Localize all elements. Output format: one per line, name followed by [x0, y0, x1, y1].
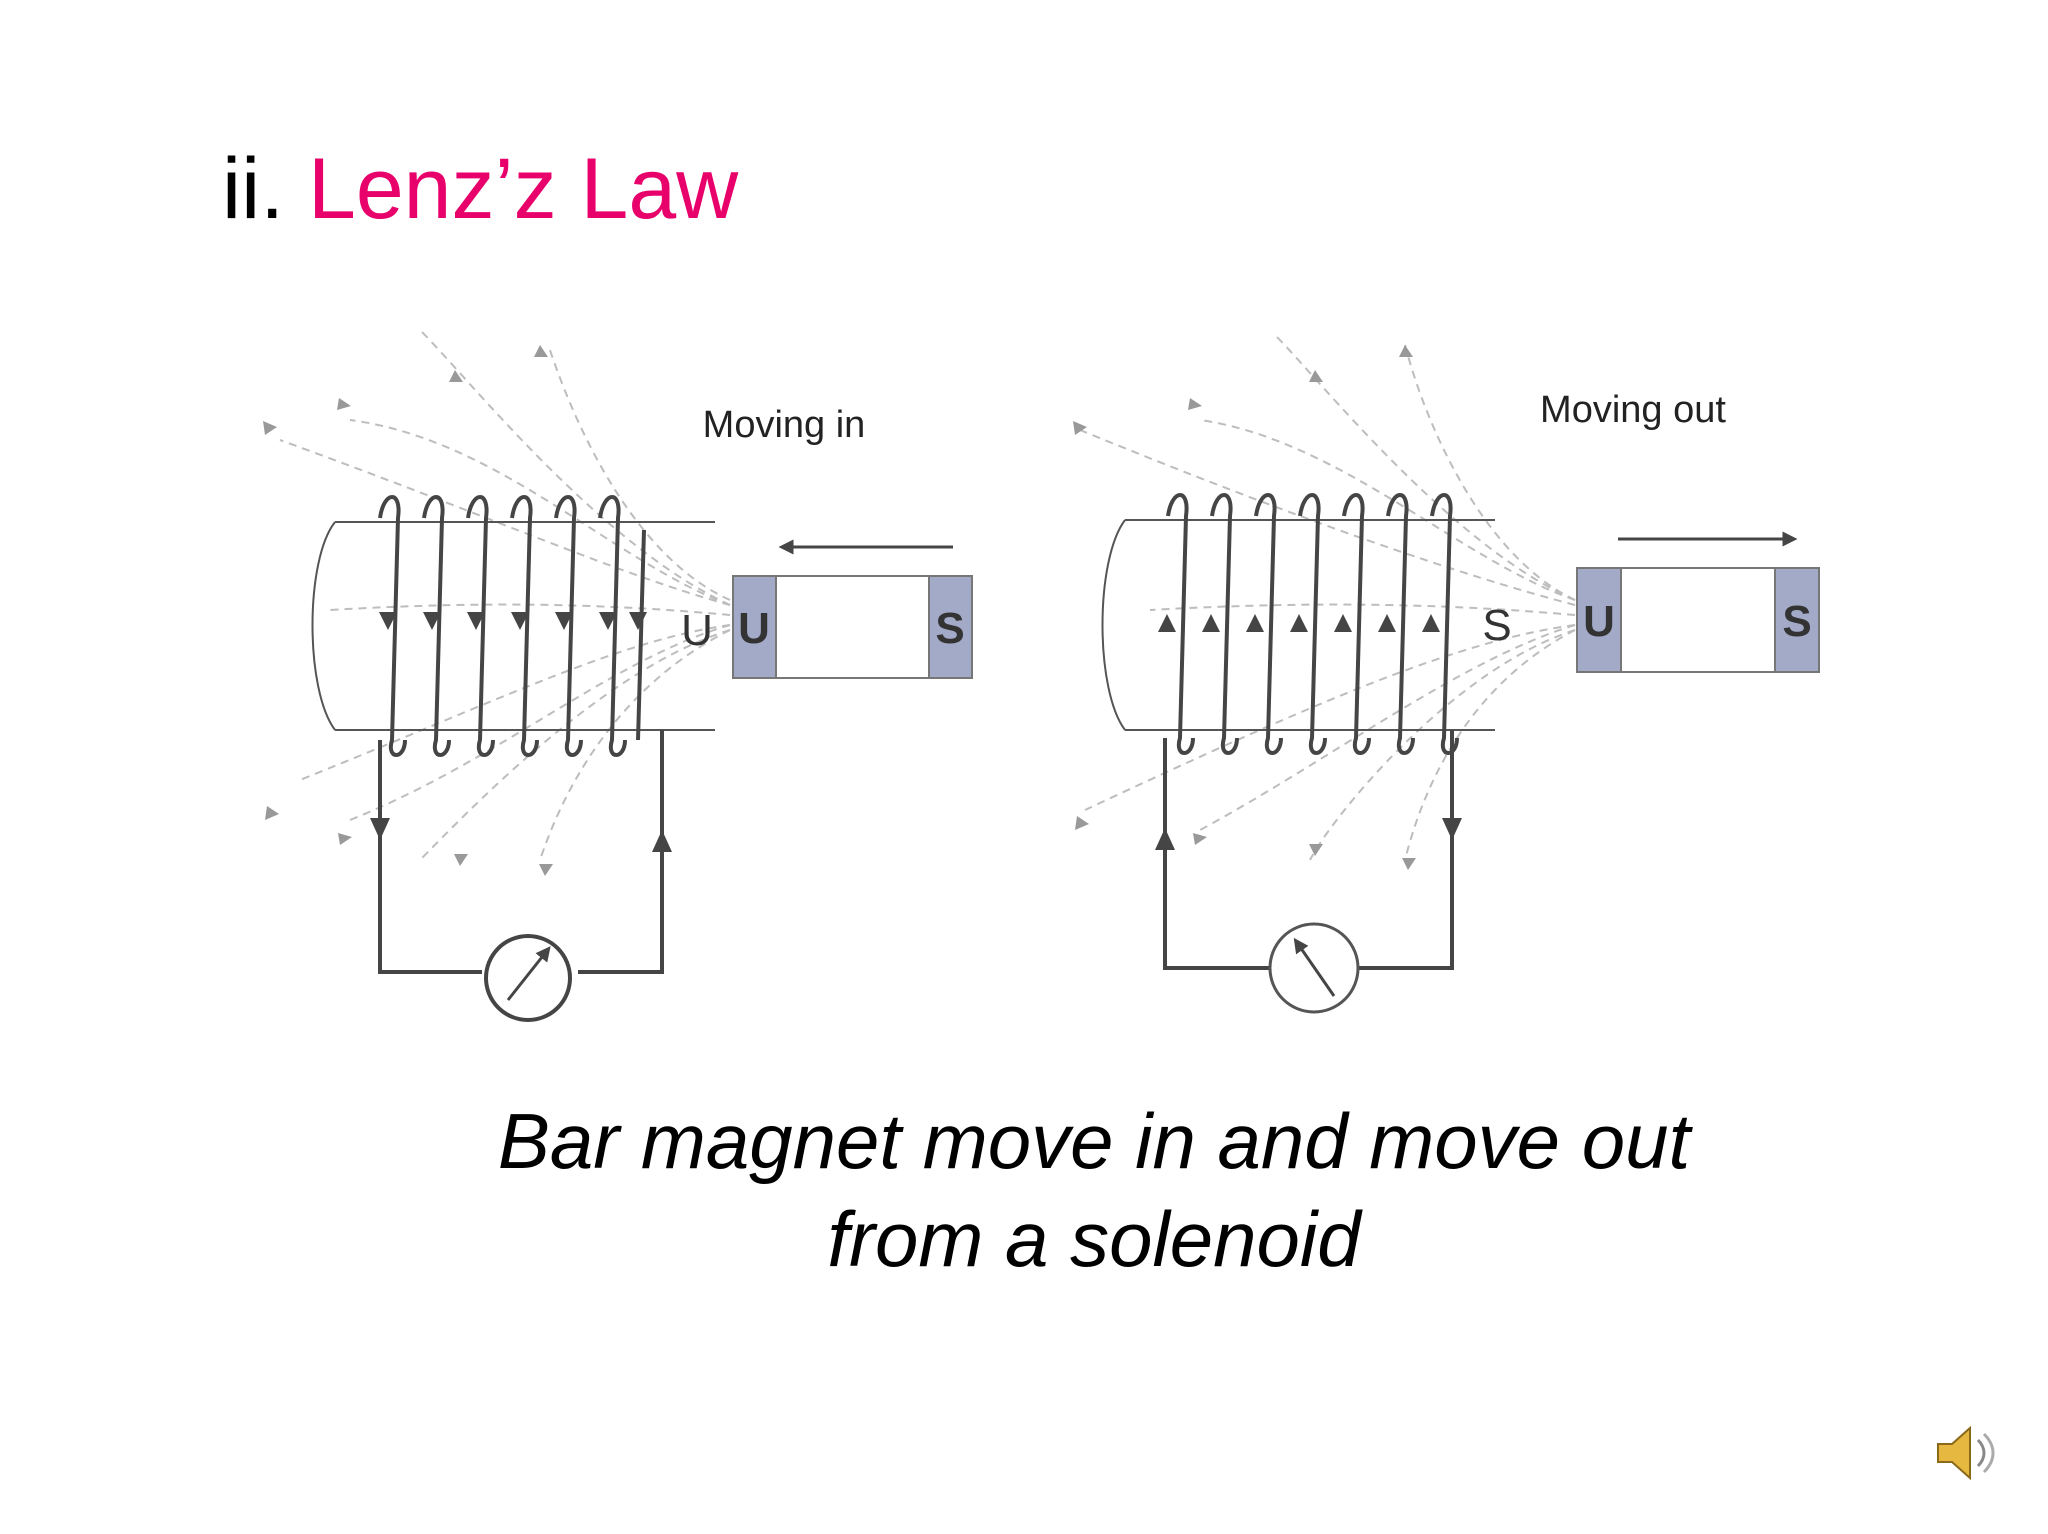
slide-title: ii. Lenz’z Law [222, 146, 738, 232]
left-induced-pole: U [681, 606, 713, 655]
slide-caption: Bar magnet move in and move out from a s… [394, 1092, 1794, 1288]
left-field-lines [279, 329, 731, 861]
right-field-lines [1079, 334, 1576, 861]
left-bar-magnet [732, 575, 973, 679]
left-magnet-pole-far: S [935, 604, 964, 653]
left-coil-arrows [379, 612, 647, 630]
right-panel-label: Moving out [1540, 389, 1726, 431]
left-galvanometer-icon [484, 934, 572, 1022]
right-circuit-wire [1163, 730, 1454, 970]
right-induced-pole: S [1482, 601, 1511, 650]
right-magnet-pole-near: U [1583, 597, 1615, 646]
left-solenoid-tube [311, 521, 715, 731]
title-text: Lenz’z Law [308, 141, 739, 237]
left-circuit-arrow-down [370, 818, 390, 840]
left-magnet-pole-near: U [738, 604, 770, 653]
right-field-arrows [1073, 345, 1416, 870]
left-panel: U U S Moving in [263, 329, 973, 1022]
caption-line-2: from a solenoid [827, 1195, 1361, 1283]
left-coils [378, 495, 646, 757]
right-magnet-pole-far: S [1782, 597, 1811, 646]
right-coil-arrows [1158, 614, 1440, 632]
caption-line-1: Bar magnet move in and move out [497, 1097, 1691, 1185]
right-circuit-arrow-down [1442, 818, 1462, 840]
right-panel: S U S Moving out [1073, 334, 1820, 1014]
left-circuit-arrow-up [652, 830, 672, 852]
left-circuit-wire [378, 730, 664, 974]
title-numeral: ii. [222, 141, 285, 237]
left-field-arrows [263, 345, 553, 876]
speaker-icon[interactable] [1930, 1418, 2000, 1488]
right-galvanometer-icon [1268, 922, 1360, 1014]
right-circuit-arrow-up [1155, 828, 1175, 850]
left-panel-label: Moving in [703, 404, 866, 446]
right-bar-magnet [1576, 567, 1820, 673]
